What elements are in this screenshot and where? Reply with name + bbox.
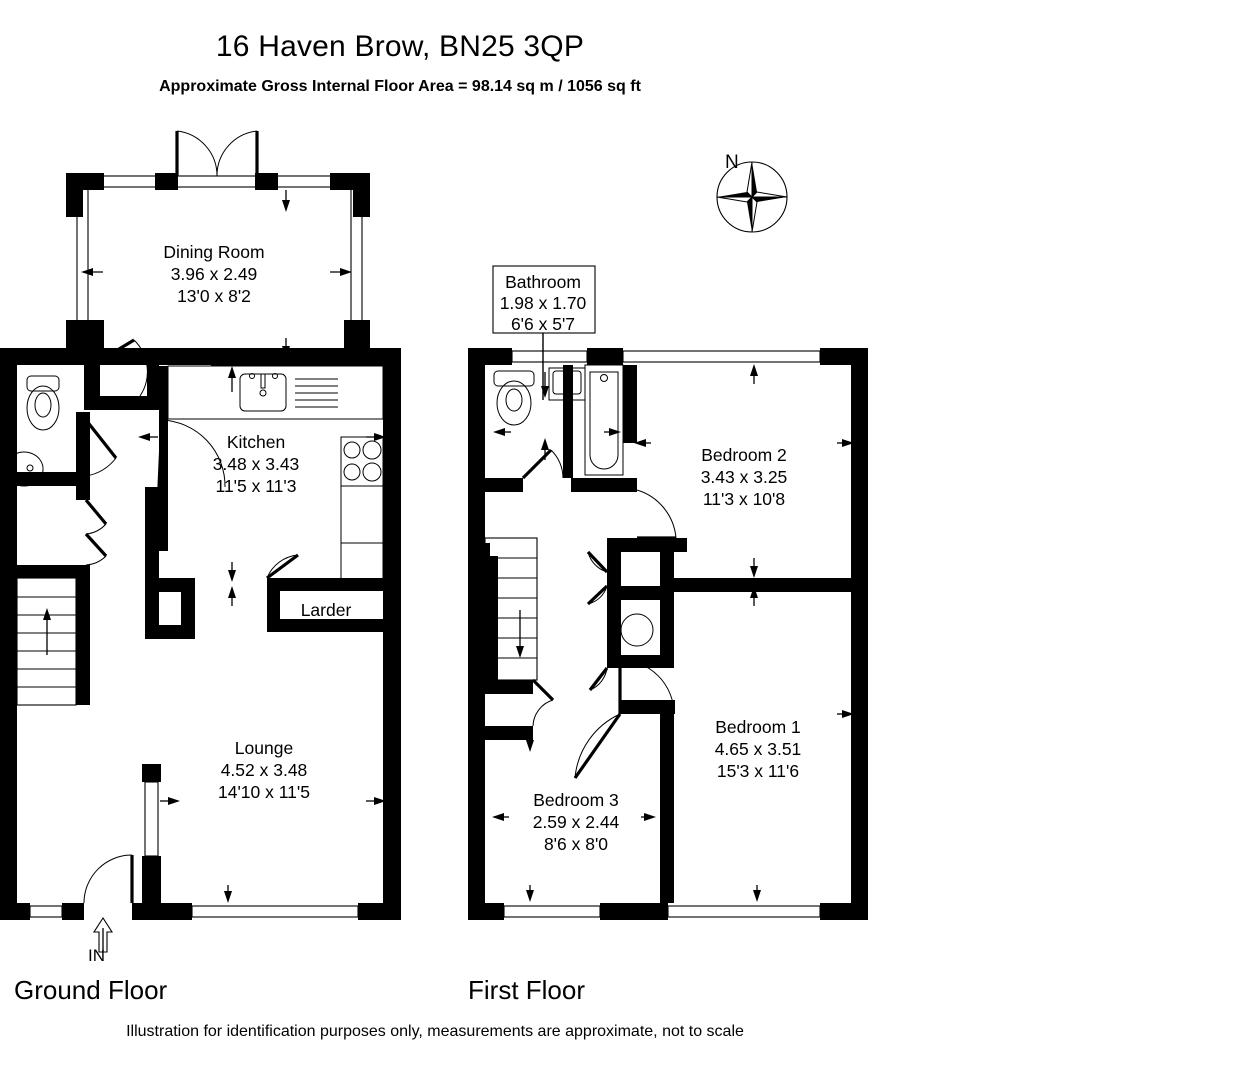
- first-staircase: [484, 537, 538, 681]
- svg-text:6'6 x 5'7: 6'6 x 5'7: [511, 314, 575, 334]
- room-label-dining-room: Dining Room 3.96 x 2.49 13'0 x 8'2: [163, 242, 264, 306]
- disclaimer-text: Illustration for identification purposes…: [126, 1023, 744, 1040]
- svg-text:3.43 x 3.25: 3.43 x 3.25: [701, 467, 788, 487]
- svg-text:14'10 x 11'5: 14'10 x 11'5: [218, 782, 310, 802]
- first-floor-label: First Floor: [468, 975, 585, 1005]
- svg-text:2.59 x 2.44: 2.59 x 2.44: [533, 812, 620, 832]
- svg-text:13'0 x 8'2: 13'0 x 8'2: [177, 286, 251, 306]
- room-label-larder: Larder: [301, 600, 352, 620]
- ground-floor-label: Ground Floor: [14, 975, 168, 1005]
- room-label-kitchen: Kitchen 3.48 x 3.43 11'5 x 11'3: [213, 432, 300, 496]
- svg-text:15'3 x 11'6: 15'3 x 11'6: [717, 761, 799, 781]
- svg-text:3.48 x 3.43: 3.48 x 3.43: [213, 454, 300, 474]
- svg-text:Lounge: Lounge: [235, 738, 293, 758]
- compass-north-label: N: [725, 152, 739, 173]
- ground-floor-plan: Dining Room 3.96 x 2.49 13'0 x 8'2 Kitch…: [0, 130, 401, 953]
- room-label-bedroom-1: Bedroom 1 4.65 x 3.51 15'3 x 11'6: [715, 717, 802, 781]
- svg-text:11'5 x 11'3: 11'5 x 11'3: [216, 476, 297, 496]
- svg-text:Bedroom 3: Bedroom 3: [533, 790, 619, 810]
- wc-fixtures: [4, 375, 60, 487]
- entrance-arrow: [92, 916, 114, 953]
- svg-text:Bedroom 2: Bedroom 2: [701, 445, 787, 465]
- svg-text:4.65 x 3.51: 4.65 x 3.51: [715, 739, 802, 759]
- svg-text:Bedroom 1: Bedroom 1: [715, 717, 801, 737]
- svg-text:Kitchen: Kitchen: [227, 432, 285, 452]
- room-label-bathroom: Bathroom 1.98 x 1.70 6'6 x 5'7: [492, 265, 596, 400]
- floor-area-subtitle: Approximate Gross Internal Floor Area = …: [159, 78, 641, 95]
- bathroom-fixtures: [493, 364, 624, 476]
- room-label-bedroom-3: Bedroom 3 2.59 x 2.44 8'6 x 8'0: [533, 790, 620, 854]
- room-label-bedroom-2: Bedroom 2 3.43 x 3.25 11'3 x 10'8: [701, 445, 788, 509]
- kitchen-fixtures: [167, 365, 384, 580]
- cylinder-icon: [620, 613, 654, 647]
- svg-text:8'6 x 8'0: 8'6 x 8'0: [544, 834, 608, 854]
- room-label-lounge: Lounge 4.52 x 3.48 14'10 x 11'5: [218, 738, 310, 802]
- page-title: 16 Haven Brow, BN25 3QP: [215, 30, 585, 63]
- compass-rose: [716, 161, 788, 233]
- svg-text:3.96 x 2.49: 3.96 x 2.49: [171, 264, 258, 284]
- svg-text:11'3 x 10'8: 11'3 x 10'8: [703, 489, 785, 509]
- ground-dimension-arrows: [81, 190, 386, 903]
- svg-text:4.52 x 3.48: 4.52 x 3.48: [221, 760, 308, 780]
- entrance-label: IN: [88, 946, 105, 965]
- svg-text:1.98 x 1.70: 1.98 x 1.70: [500, 293, 587, 313]
- ground-staircase: [16, 577, 77, 706]
- svg-text:Bathroom: Bathroom: [505, 272, 581, 292]
- first-dimension-arrows: [492, 364, 854, 902]
- first-floor-plan: Bathroom 1.98 x 1.70 6'6 x 5'7 Bedroom 2…: [468, 265, 868, 920]
- svg-text:Dining Room: Dining Room: [163, 242, 264, 262]
